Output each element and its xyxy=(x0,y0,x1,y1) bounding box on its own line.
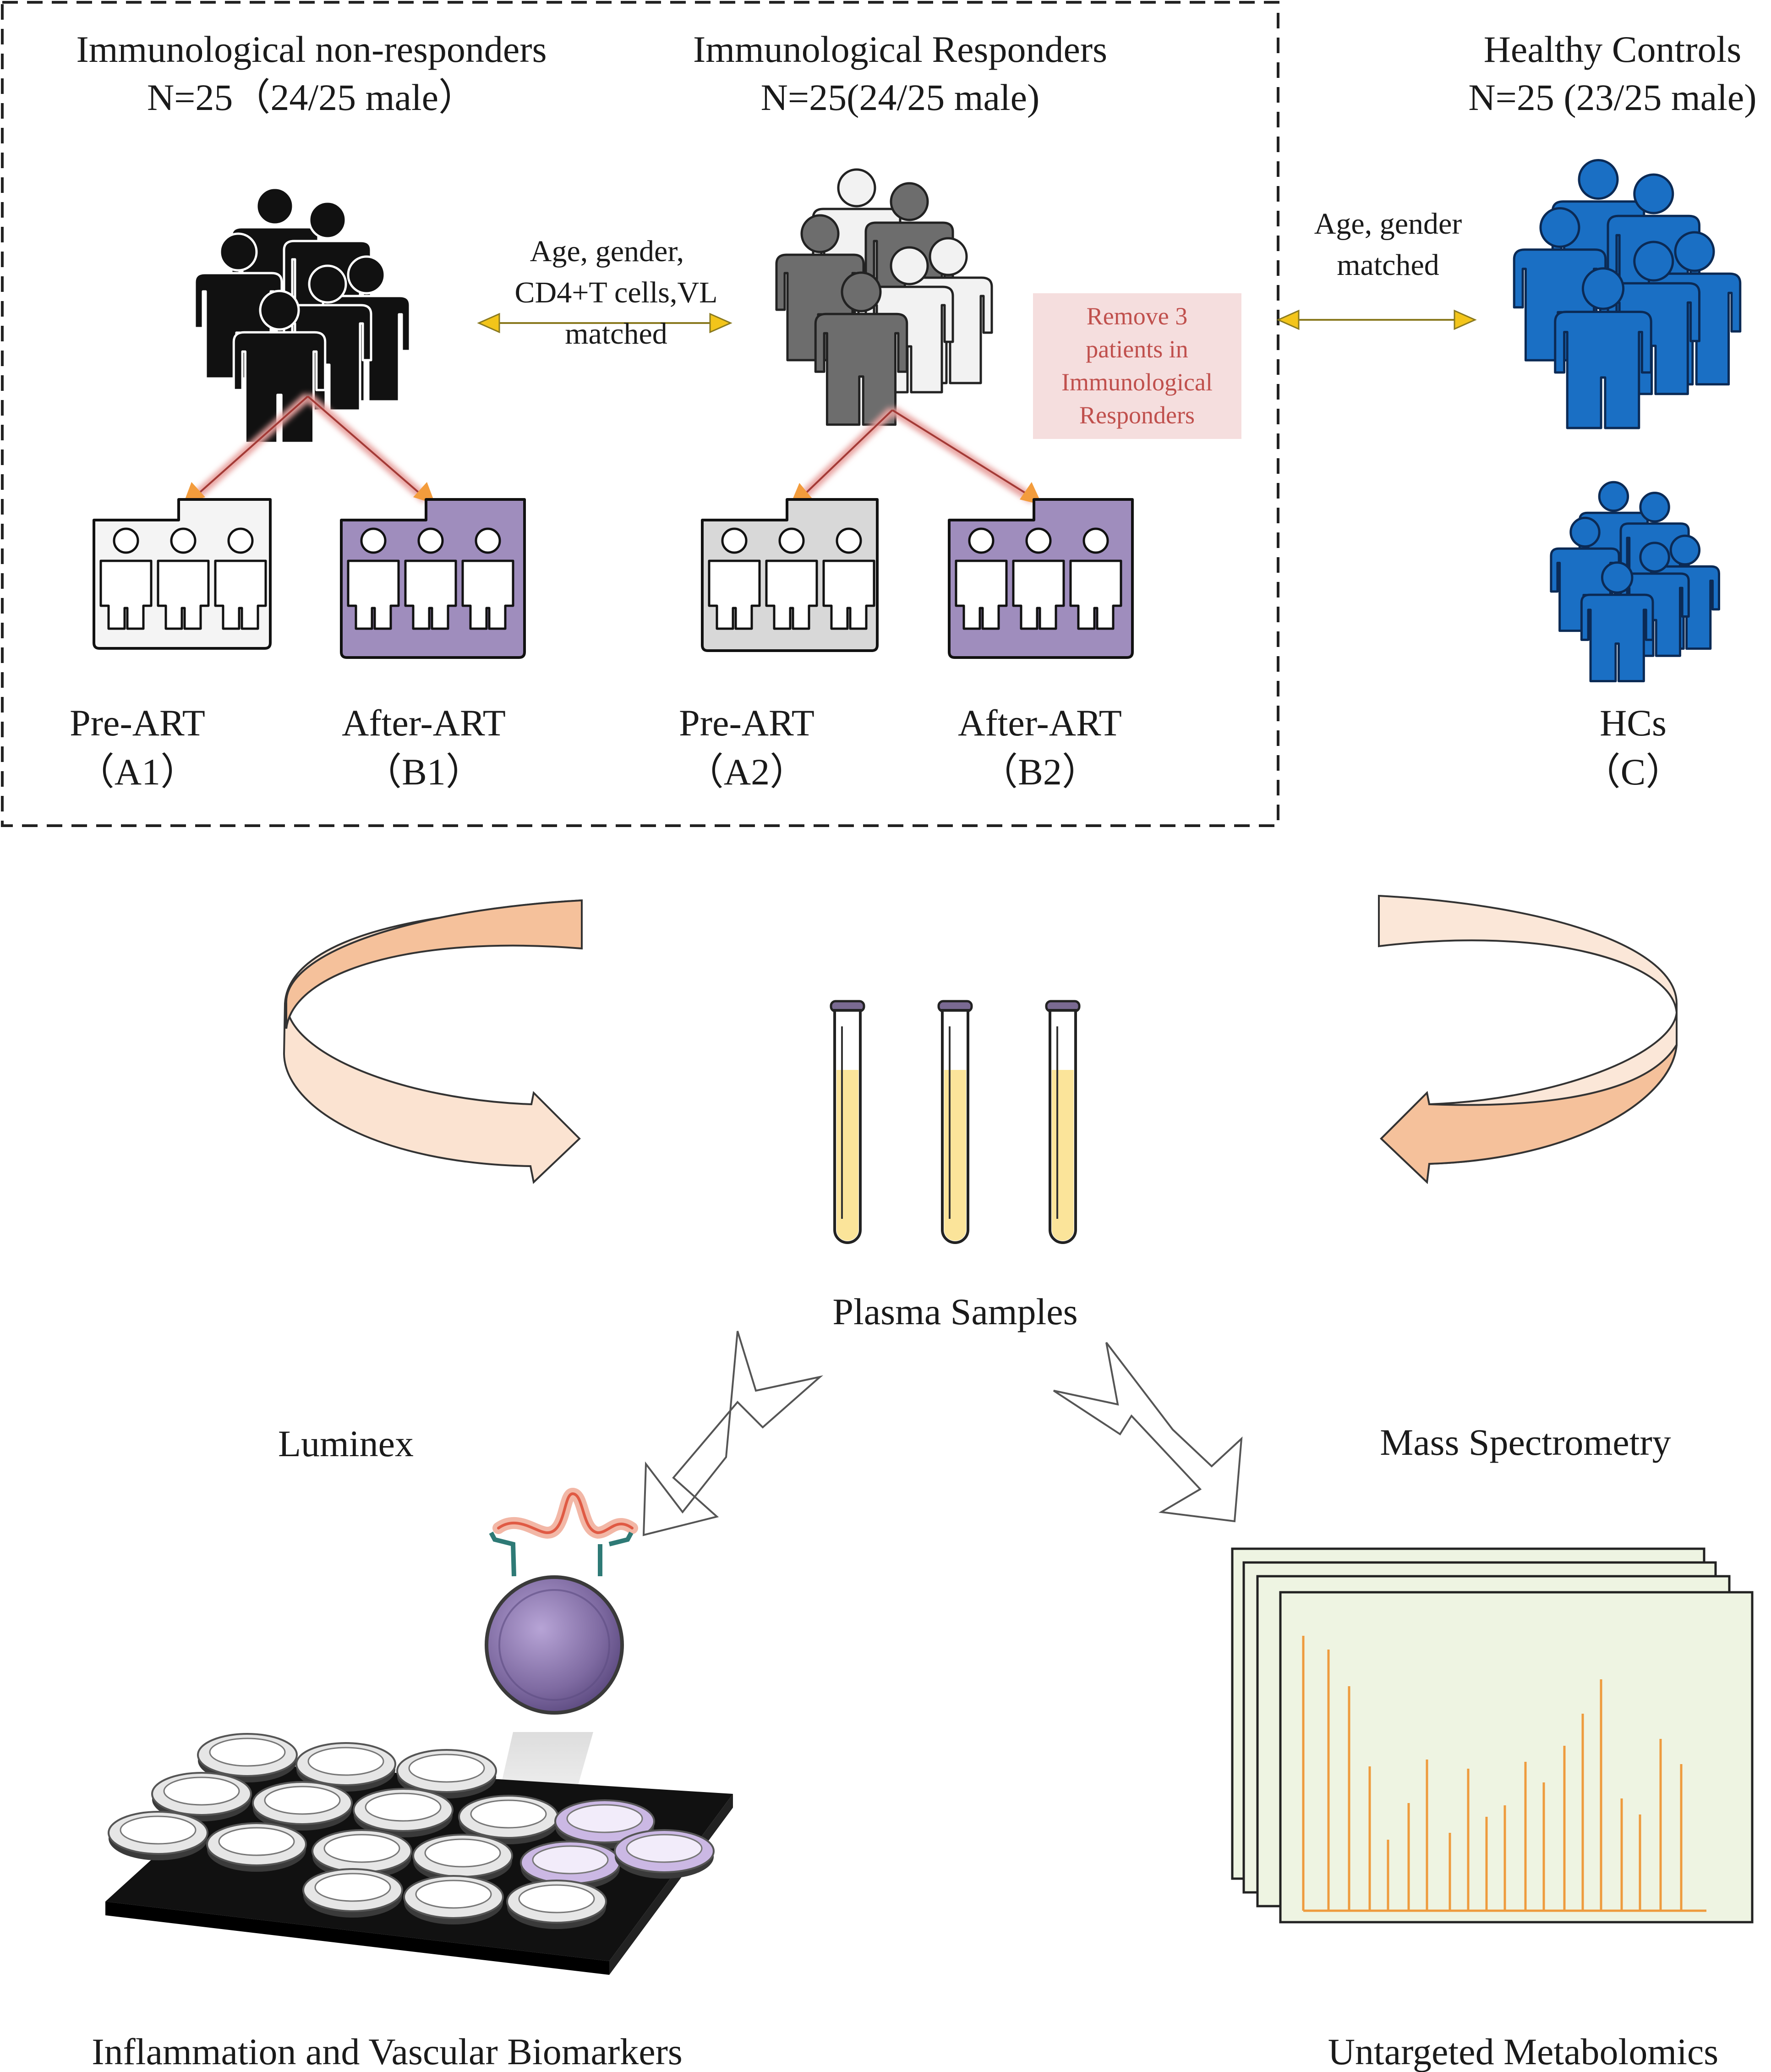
person-outline-icon xyxy=(765,527,818,630)
plate-well xyxy=(458,1795,559,1844)
match-inr-ir-line3: matched xyxy=(565,317,667,351)
remove-note-box xyxy=(1033,293,1241,439)
remove-note-line3: Immunological xyxy=(1061,368,1213,396)
person-folder-icon xyxy=(948,498,1134,659)
subgroup-c-name: HCs xyxy=(1600,702,1667,744)
match-ir-hc-line1: Age, gender xyxy=(1314,207,1462,241)
hc-title: Healthy Controls xyxy=(1484,28,1742,70)
person-outline-icon xyxy=(347,527,400,630)
subgroup-a1-code: （A1） xyxy=(77,751,198,793)
person-icon xyxy=(232,290,327,444)
people-group-icon xyxy=(193,186,411,444)
person-outline-icon xyxy=(214,527,267,630)
person-outline-icon xyxy=(708,527,761,630)
subgroup-c-code: （C） xyxy=(1583,751,1684,793)
plate-well xyxy=(506,1880,607,1929)
person-outline-icon xyxy=(955,527,1008,630)
match-ir-hc-line2: matched xyxy=(1337,248,1439,282)
plate-well xyxy=(353,1788,454,1837)
method-mass-spec: Mass Spectrometry xyxy=(1380,1421,1671,1463)
inr-count: N=25（24/25 male） xyxy=(147,77,476,118)
test-tube-icon xyxy=(1045,1000,1081,1244)
person-icon xyxy=(814,271,908,426)
inr-title: Immunological non-responders xyxy=(76,28,547,70)
subgroup-a2-name: Pre-ART xyxy=(679,702,814,744)
subgroup-b2-code: （B2） xyxy=(980,751,1099,793)
person-outline-icon xyxy=(1069,527,1122,630)
plate-well xyxy=(295,1742,396,1792)
plate-well xyxy=(206,1822,307,1872)
circular-arrow-right xyxy=(1378,894,1678,1184)
person-folder-icon xyxy=(340,498,526,659)
spectrum-sheet-icon xyxy=(1231,1547,1754,1924)
output-metabolomics: Untargeted Metabolomics xyxy=(1328,2031,1718,2072)
study-cohort-box xyxy=(1,1,1279,827)
plate-well xyxy=(312,1829,412,1879)
plate-well xyxy=(252,1781,353,1831)
person-outline-icon xyxy=(99,527,153,630)
method-luminex: Luminex xyxy=(278,1423,414,1464)
remove-note-line1: Remove 3 xyxy=(1087,302,1187,330)
output-inflammation: Inflammation and Vascular Biomarkers xyxy=(92,2031,683,2072)
well-plate-icon xyxy=(105,1733,733,1975)
subgroup-b1-name: After-ART xyxy=(342,702,506,744)
remove-note-line2: patients in xyxy=(1086,335,1188,363)
plasma-samples-label: Plasma Samples xyxy=(832,1291,1077,1332)
ir-count: N=25(24/25 male) xyxy=(761,77,1040,118)
people-group-icon xyxy=(775,168,993,426)
match-inr-ir-line1: Age, gender, xyxy=(530,235,684,268)
subgroup-a2-code: （A2） xyxy=(686,751,807,793)
subgroup-b1-code: （B1） xyxy=(364,751,483,793)
plate-well xyxy=(108,1811,208,1860)
person-outline-icon xyxy=(822,527,875,630)
match-arrow-ir-hc xyxy=(1276,309,1477,330)
people-group-icon xyxy=(1513,159,1742,429)
subgroup-b2-name: After-ART xyxy=(958,702,1122,744)
person-outline-icon xyxy=(404,527,457,630)
plate-well xyxy=(614,1829,715,1879)
person-folder-icon xyxy=(701,498,879,652)
plate-well xyxy=(197,1733,298,1782)
match-inr-ir-line2: CD4+T cells,VL xyxy=(515,276,718,309)
person-icon xyxy=(1554,267,1652,429)
plate-well xyxy=(403,1875,504,1924)
hollow-arrow-left xyxy=(642,1331,824,1536)
person-outline-icon xyxy=(1012,527,1065,630)
match-arrow-inr-ir xyxy=(477,312,732,334)
plate-well xyxy=(302,1868,403,1918)
hollow-arrow-right xyxy=(1053,1342,1243,1523)
test-tube-icon xyxy=(937,1000,973,1244)
person-icon xyxy=(1580,561,1654,682)
person-folder-icon xyxy=(93,498,272,650)
plate-well xyxy=(151,1772,252,1821)
remove-note-line4: Responders xyxy=(1079,401,1195,429)
hc-count: N=25 (23/25 male) xyxy=(1468,77,1756,118)
plate-well xyxy=(396,1749,497,1798)
person-outline-icon xyxy=(157,527,210,630)
circular-arrow-left xyxy=(283,899,583,1184)
person-outline-icon xyxy=(461,527,514,630)
plate-well xyxy=(412,1834,513,1883)
test-tube-icon xyxy=(830,1000,865,1244)
plate-well xyxy=(520,1841,621,1890)
ir-title: Immunological Responders xyxy=(693,28,1107,70)
people-group-icon xyxy=(1550,481,1720,682)
subgroup-a1-name: Pre-ART xyxy=(70,702,205,744)
